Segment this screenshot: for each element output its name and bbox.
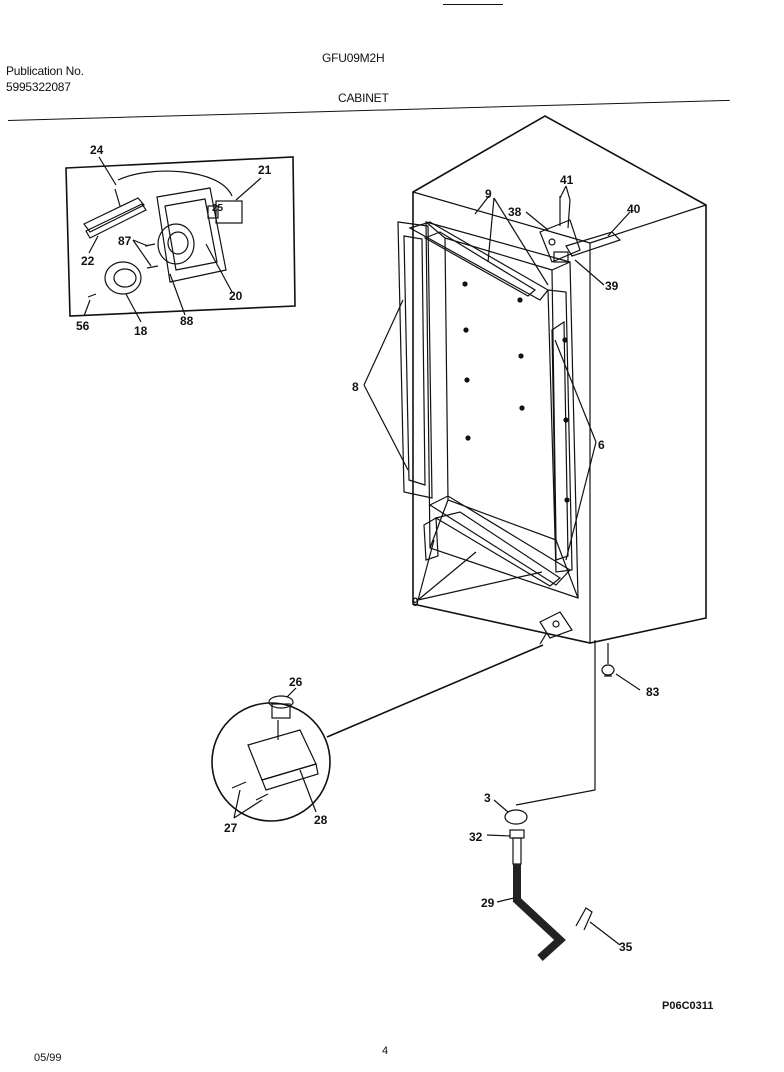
callout-26: 26: [289, 675, 303, 689]
callout-6: 6: [598, 438, 605, 452]
callout-83: 83: [646, 685, 660, 699]
callout-38: 38: [508, 205, 522, 219]
top-hinge: [525, 185, 631, 286]
callout-88: 88: [180, 314, 194, 328]
callout-9-bottom: 9: [412, 595, 419, 609]
callout-87: 87: [118, 234, 132, 248]
callout-39: 39: [605, 279, 619, 293]
callout-35: 35: [619, 940, 633, 954]
leveling-leg: [601, 643, 641, 691]
callout-29: 29: [481, 896, 495, 910]
callout-18: 18: [134, 324, 148, 338]
callout-24: 24: [90, 143, 104, 157]
bottom-hinge-small: [539, 611, 573, 645]
model-number: GFU09M2H: [322, 51, 385, 65]
callout-8: 8: [352, 380, 359, 394]
callout-56: 56: [76, 319, 90, 333]
callout-22: 22: [81, 254, 95, 268]
breaker-strips: [397, 221, 573, 587]
publication-number: 5995322087: [6, 80, 71, 94]
callout-20: 20: [229, 289, 243, 303]
diagram-code: P06C0311: [662, 1000, 714, 1012]
callout-9-top: 9: [485, 187, 492, 201]
callout-25: 25: [212, 203, 224, 214]
page-number: 4: [382, 1045, 389, 1057]
section-title: CABINET: [338, 91, 389, 105]
callout-32: 32: [469, 830, 483, 844]
drain-assembly: [486, 640, 621, 961]
callout-28: 28: [314, 813, 328, 827]
callout-3: 3: [484, 791, 491, 805]
light-switch-inset: [65, 156, 296, 323]
print-date: 05/99: [34, 1052, 62, 1064]
callout-41: 41: [560, 173, 574, 187]
bottom-hinge-detail: [211, 644, 544, 822]
callout-40: 40: [627, 202, 641, 216]
top-rule: [443, 4, 503, 5]
publication-label: Publication No.: [6, 64, 84, 78]
callout-27: 27: [224, 821, 238, 835]
callout-21: 21: [258, 163, 272, 177]
